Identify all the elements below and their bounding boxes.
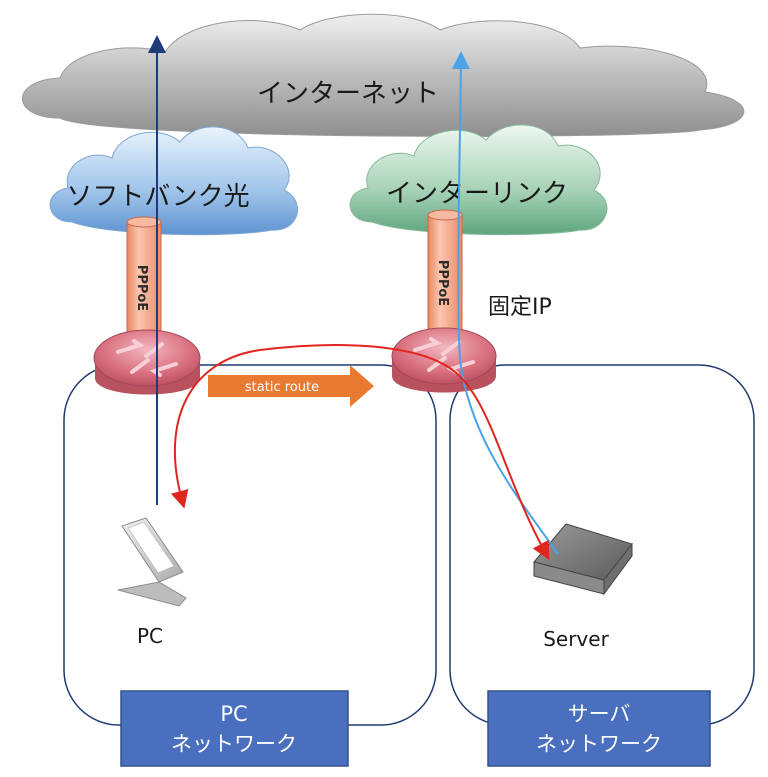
server-network-line2: ネットワーク <box>536 732 662 756</box>
pppoe-label-left: PPPoE <box>134 265 149 311</box>
static-route-arrow: static route <box>208 365 374 407</box>
interlink-cloud: インターリンク <box>349 124 608 236</box>
pc-laptop-icon <box>117 517 187 607</box>
server-network-line1: サーバ <box>568 702 631 726</box>
static-route-label: static route <box>245 380 319 395</box>
router-right <box>391 327 497 393</box>
pc-label: PC <box>137 624 163 648</box>
pc-network-boundary <box>63 364 437 726</box>
pppoe-label-right: PPPoE <box>435 260 450 306</box>
router-left <box>93 329 201 395</box>
fixed-ip-label: 固定IP <box>488 295 552 320</box>
server-network-box: サーバ ネットワーク <box>487 690 711 767</box>
interlink-label: インターリンク <box>386 179 568 209</box>
pppoe-tunnel-right: PPPoE <box>427 209 463 348</box>
internet-cloud: インターネット <box>22 13 745 137</box>
internet-label: インターネット <box>257 79 439 109</box>
pppoe-tunnel-left: PPPoE <box>126 216 162 351</box>
softbank-cloud: ソフトバンク光 <box>49 126 299 236</box>
pc-network-line2: ネットワーク <box>171 732 297 756</box>
server-label: Server <box>543 627 609 651</box>
cross-network-route <box>170 344 550 560</box>
server-icon <box>533 523 633 596</box>
pc-network-box: PC ネットワーク <box>120 690 349 767</box>
pc-network-line1: PC <box>220 702 247 726</box>
